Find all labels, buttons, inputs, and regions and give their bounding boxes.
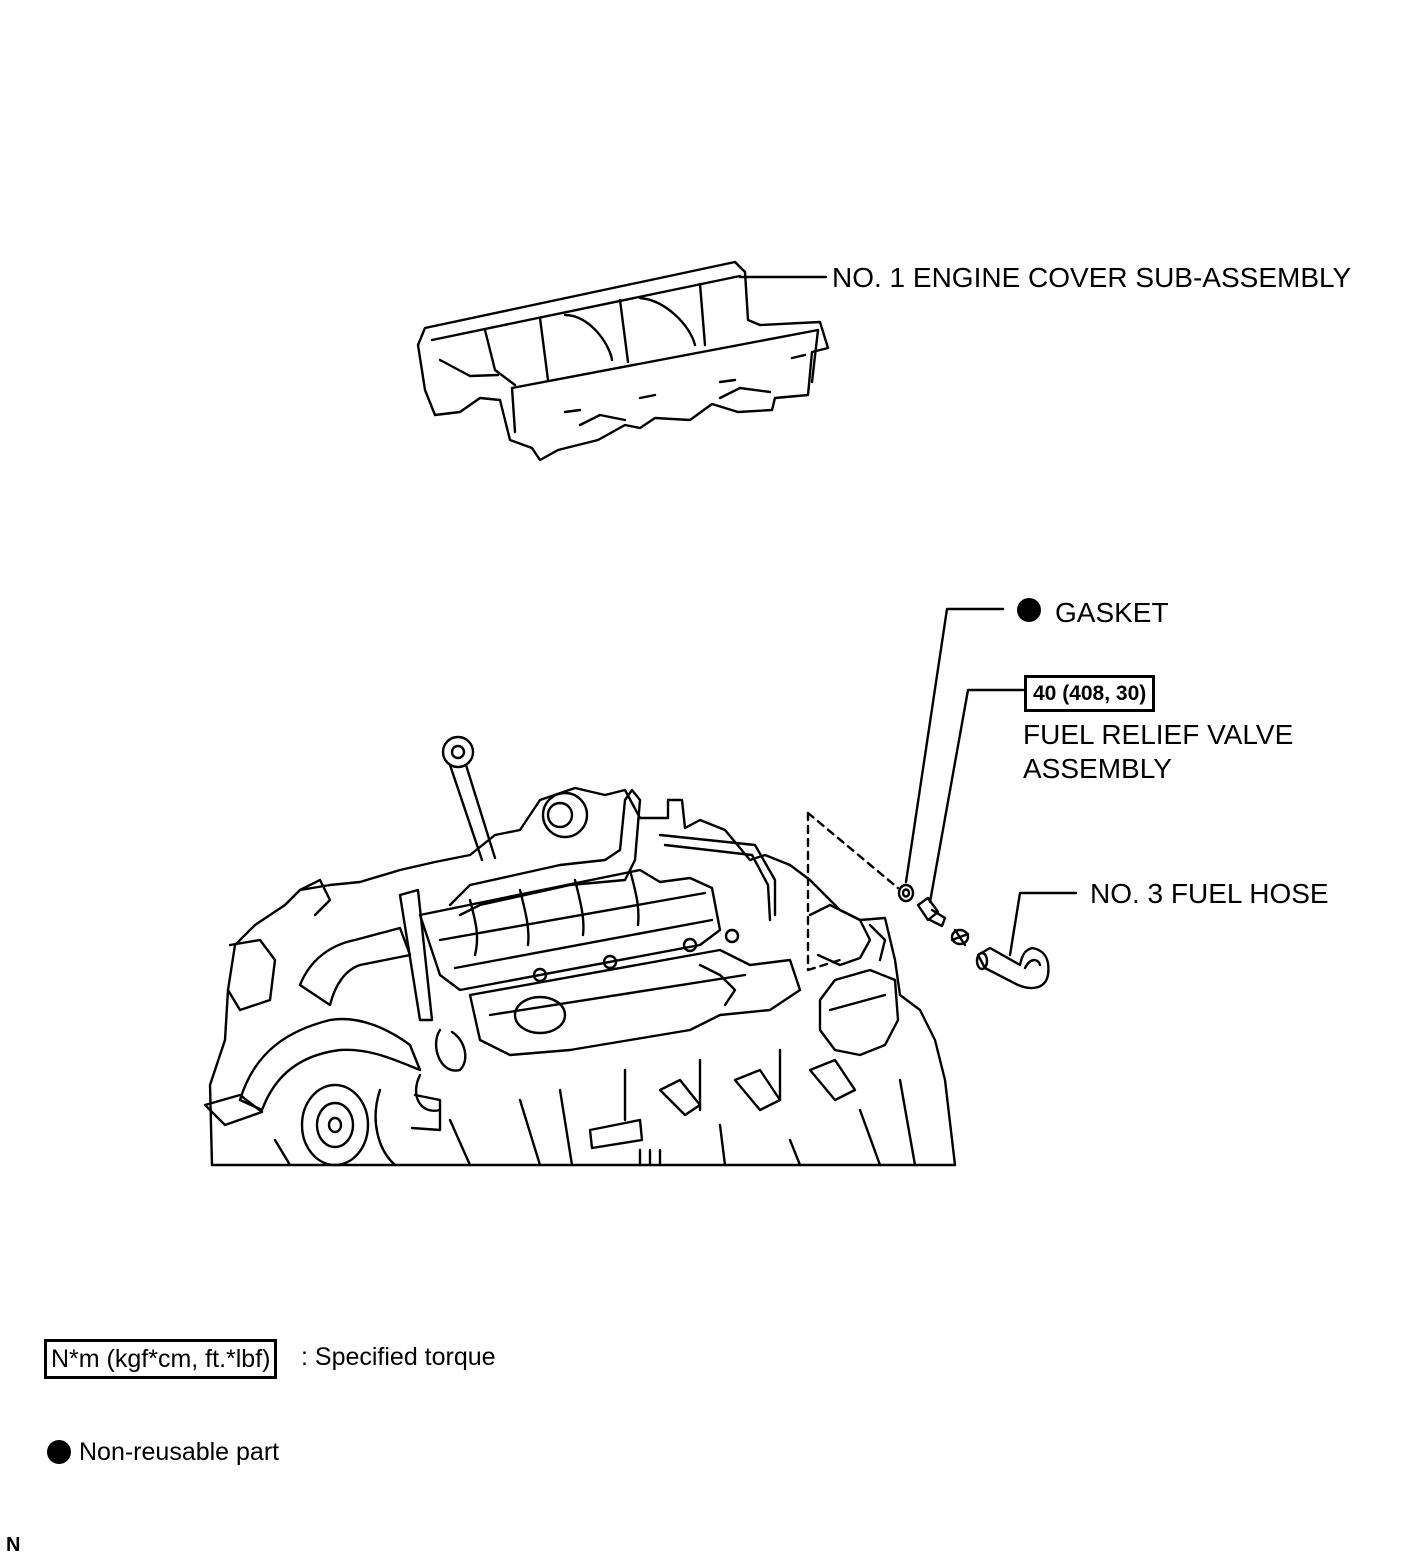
- hose-clip-drawing: [950, 928, 970, 947]
- fuel-hose-drawing: [975, 946, 1050, 990]
- nonreusable-mark-icon: [1017, 598, 1041, 622]
- fuel-relief-valve-label-line1: FUEL RELIEF VALVE: [1023, 719, 1294, 750]
- nonreusable-legend-icon: [47, 1440, 71, 1464]
- gasket-leader: [904, 607, 1005, 884]
- installation-guide-dashed: [806, 811, 900, 972]
- engine-drawing: [203, 735, 957, 1167]
- fuel-relief-valve-label-line2: ASSEMBLY: [1023, 753, 1172, 784]
- torque-legend-description: : Specified torque: [301, 1343, 496, 1371]
- fuel-relief-valve-drawing: [916, 896, 947, 928]
- nonreusable-legend-description: Non-reusable part: [79, 1438, 280, 1466]
- gasket-label: GASKET: [1055, 597, 1169, 628]
- torque-unit-legend-box: N*m (kgf*cm, ft.*lbf): [44, 1339, 278, 1379]
- gasket-drawing: [897, 883, 915, 903]
- hose-leader: [1008, 891, 1078, 957]
- engine-cover-drawing: [416, 260, 830, 462]
- valve-leader: [928, 688, 1025, 904]
- corner-mark: N: [6, 1534, 21, 1556]
- torque-value-box: 40 (408, 30): [1024, 675, 1156, 713]
- fuel-hose-label: NO. 3 FUEL HOSE: [1090, 878, 1329, 909]
- engine-cover-label: NO. 1 ENGINE COVER SUB-ASSEMBLY: [832, 262, 1352, 293]
